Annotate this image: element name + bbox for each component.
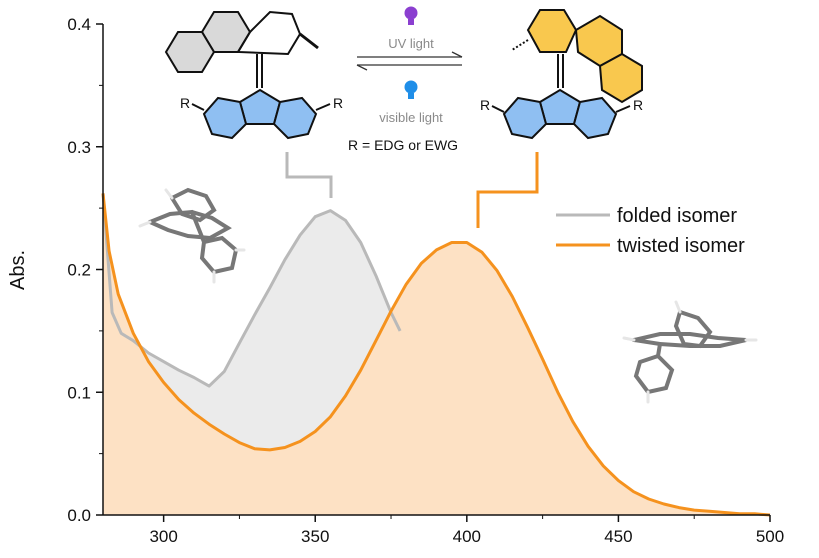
twisted-leader-line [476, 152, 539, 228]
twisted-fluorene-right-ring [572, 96, 618, 140]
y-tick-label: 0.3 [67, 138, 91, 157]
forward-arrowhead [451, 51, 463, 58]
twisted-isomer-structure [491, 9, 643, 140]
folded-fluorene-5ring [238, 88, 282, 125]
reverse-arrowhead [356, 64, 368, 71]
x-tick-label: 350 [301, 527, 329, 546]
twisted-aliphatic-ring [526, 9, 578, 53]
twisted-arene-ring-2 [598, 52, 643, 104]
folded-fluorene-right-ring [272, 96, 318, 140]
area-fill-twisted [103, 193, 770, 515]
twisted-r-left: R [480, 97, 490, 113]
series-lines [101, 193, 771, 517]
x-tick-label: 450 [604, 527, 632, 546]
x-ticks: 300 350 400 450 500 [149, 515, 784, 546]
uv-bulb-icon [404, 6, 418, 25]
reaction-scheme: R R UV light visible light R = EDG or EW… [164, 6, 643, 153]
forward-condition: UV light [388, 36, 434, 51]
reverse-condition: visible light [379, 110, 443, 125]
y-tick-label: 0.4 [67, 15, 91, 34]
folded-arene-ring-2 [164, 31, 216, 73]
y-axis-title: Abs. [7, 250, 29, 290]
y-tick-label: 0.2 [67, 261, 91, 280]
folded-isomer-3d-model [138, 187, 246, 284]
y-tick-label: 0.0 [67, 506, 91, 525]
series-line-twisted [101, 193, 771, 517]
twisted-fluorene-5ring [538, 88, 582, 125]
visible-bulb-icon [404, 80, 418, 99]
twisted-methyl [511, 39, 529, 51]
folded-r-left: R [180, 95, 190, 111]
twisted-r-bond-left [491, 105, 505, 113]
folded-methyl [299, 32, 319, 50]
x-tick-label: 300 [149, 527, 177, 546]
folded-leader-line [285, 152, 333, 198]
folded-fluorene-left-ring [202, 96, 248, 140]
folded-r-right: R [333, 95, 343, 111]
twisted-r-bond-right [615, 105, 631, 113]
substituent-note: R = EDG or EWG [348, 137, 458, 153]
twisted-fluorene-left-ring [502, 96, 548, 140]
twisted-isomer-3d-model [622, 300, 758, 404]
y-ticks: 0.0 0.1 0.2 0.3 0.4 [67, 15, 103, 525]
x-tick-label: 500 [756, 527, 784, 546]
folded-r-bond-left [191, 103, 205, 111]
legend: folded isomer twisted isomer [556, 205, 745, 257]
legend-label-twisted: twisted isomer [617, 235, 745, 257]
folded-isomer-structure [164, 10, 331, 140]
area-fills [103, 193, 770, 515]
folded-r-bond-right [315, 103, 331, 111]
legend-label-folded: folded isomer [617, 205, 737, 227]
twisted-r-right: R [633, 97, 643, 113]
y-tick-label: 0.1 [67, 383, 91, 402]
x-tick-label: 400 [453, 527, 481, 546]
